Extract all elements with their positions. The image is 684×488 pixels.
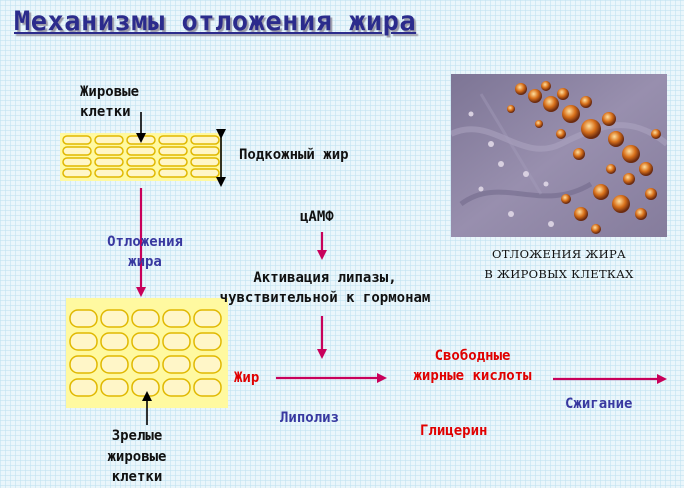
photo-caption-line2: В ЖИРОВЫХ КЛЕТКАХ — [484, 267, 634, 281]
lipolysis-label: Липолиз — [280, 410, 340, 426]
mature-cells-label-line2: жировые — [107, 449, 167, 465]
deposition-label-line1: Отложения — [107, 234, 183, 250]
subcutaneous-tissue — [60, 133, 222, 181]
page-title: Механизмы отложения жира — [14, 6, 417, 37]
fat-cells-label-line2: клетки — [80, 104, 131, 120]
free-fatty-acids-line1: Свободные — [434, 348, 511, 364]
photo-caption-line1: ОТЛОЖЕНИЯ ЖИРА — [491, 247, 627, 261]
mature-tissue — [66, 298, 228, 408]
mature-cells-label-line1: Зрелые — [111, 428, 163, 444]
fat-label: Жир — [234, 370, 260, 386]
subcutaneous-fat-label: Подкожный жир — [239, 147, 349, 163]
deposition-label-line2: жира — [128, 254, 162, 270]
fat-cells-label-line1: Жировые — [80, 84, 140, 100]
activation-label-line2: чувствительной к гормонам — [219, 290, 431, 306]
burning-label: Сжигание — [565, 396, 633, 412]
micrograph-image — [451, 74, 667, 237]
camp-label: цАМФ — [300, 209, 334, 225]
activation-label-line1: Активация липазы, — [253, 270, 397, 286]
free-fatty-acids-line2: жирные кислоты — [413, 368, 532, 384]
glycerol-label: Глицерин — [420, 423, 488, 439]
mature-cells-label-line3: клетки — [111, 469, 163, 485]
fat-cells-micrograph — [451, 74, 667, 237]
